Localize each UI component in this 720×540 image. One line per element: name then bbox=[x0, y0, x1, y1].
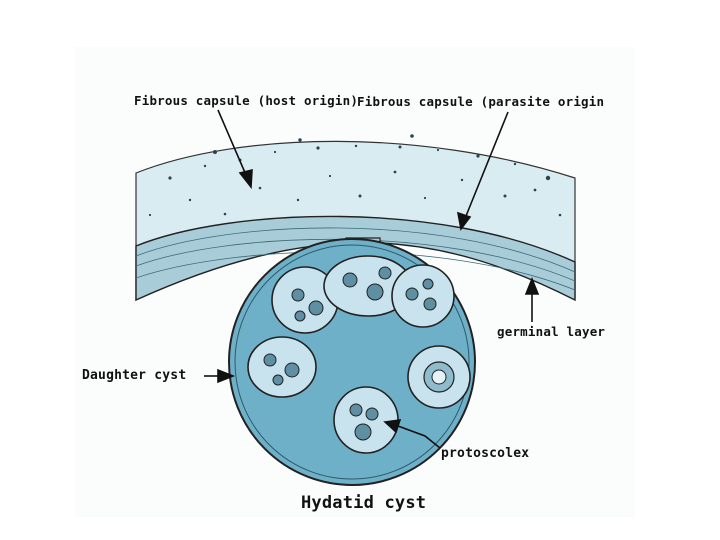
diagram-title: Hydatid cyst bbox=[301, 493, 427, 513]
label-protoscolex: protoscolex bbox=[441, 446, 530, 461]
label-host-capsule: Fibrous capsule (host origin) bbox=[134, 93, 359, 108]
daughter-cyst bbox=[391, 264, 455, 328]
label-parasite-capsule: Fibrous capsule (parasite origin bbox=[357, 94, 605, 109]
parasite-fibrous-layer bbox=[135, 215, 576, 302]
daughter-cyst bbox=[271, 266, 339, 334]
daughter-cyst bbox=[247, 336, 317, 398]
daughter-cyst bbox=[333, 386, 399, 454]
daughter-cyst bbox=[407, 345, 471, 409]
daughter-cyst bbox=[323, 255, 413, 317]
label-arrows bbox=[204, 109, 540, 449]
label-daughter-cyst: Daughter cyst bbox=[82, 368, 187, 383]
label-germinal-layer: germinal layer bbox=[497, 324, 606, 339]
